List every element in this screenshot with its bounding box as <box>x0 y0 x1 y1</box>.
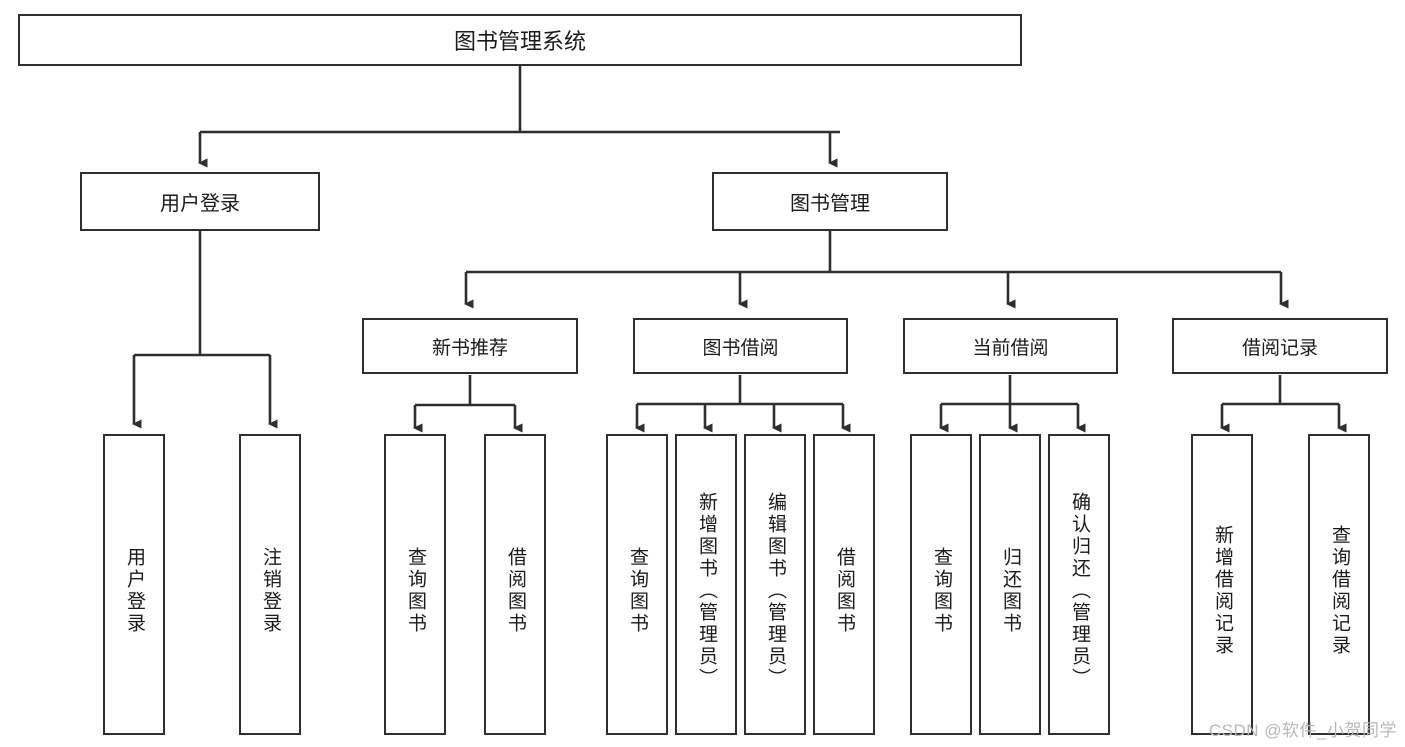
leaf-current-borrow-confirm[interactable]: 确认归还（管理员） <box>1048 434 1110 735</box>
node-root-label: 图书管理系统 <box>453 29 586 54</box>
node-current-borrow-label: 当前借阅 <box>972 337 1049 359</box>
leaf-label: 编辑图书（管理员） <box>764 491 786 690</box>
leaf-label: 新增借阅记录 <box>1211 524 1233 657</box>
leaf-label: 查询借阅记录 <box>1328 524 1350 657</box>
node-book-borrow[interactable]: 图书借阅 <box>633 318 848 374</box>
leaf-book-borrow-add[interactable]: 新增图书（管理员） <box>675 434 737 735</box>
leaf-label: 归还图书 <box>999 546 1021 635</box>
leaf-label: 查询图书 <box>404 546 426 635</box>
leaf-label: 借阅图书 <box>833 546 855 635</box>
leaf-label: 查询图书 <box>930 546 952 635</box>
node-book-management[interactable]: 图书管理 <box>712 172 948 231</box>
leaf-label: 新增图书（管理员） <box>695 491 717 690</box>
node-root[interactable]: 图书管理系统 <box>18 14 1022 66</box>
leaf-new-book-borrow[interactable]: 借阅图书 <box>484 434 546 735</box>
leaf-label: 注销登录 <box>259 546 281 635</box>
leaf-label: 借阅图书 <box>504 546 526 635</box>
leaf-label: 确认归还（管理员） <box>1068 491 1090 690</box>
node-borrow-record-label: 借阅记录 <box>1241 337 1318 359</box>
node-current-borrow[interactable]: 当前借阅 <box>903 318 1118 374</box>
leaf-borrow-record-query[interactable]: 查询借阅记录 <box>1308 434 1370 735</box>
leaf-user-login-logout[interactable]: 注销登录 <box>239 434 301 735</box>
node-book-borrow-label: 图书借阅 <box>702 337 779 359</box>
watermark: CSDN @软件_小贺同学 <box>1208 721 1397 740</box>
leaf-book-borrow-edit[interactable]: 编辑图书（管理员） <box>744 434 806 735</box>
leaf-label: 查询图书 <box>626 546 648 635</box>
leaf-user-login-login[interactable]: 用户登录 <box>103 434 165 735</box>
leaf-new-book-query[interactable]: 查询图书 <box>384 434 446 735</box>
leaf-label: 用户登录 <box>123 546 145 635</box>
leaf-current-borrow-query[interactable]: 查询图书 <box>910 434 972 735</box>
leaf-book-borrow-borrow[interactable]: 借阅图书 <box>813 434 875 735</box>
leaf-book-borrow-query[interactable]: 查询图书 <box>606 434 668 735</box>
leaf-current-borrow-return[interactable]: 归还图书 <box>979 434 1041 735</box>
leaf-borrow-record-add[interactable]: 新增借阅记录 <box>1191 434 1253 735</box>
node-borrow-record[interactable]: 借阅记录 <box>1172 318 1388 374</box>
node-new-book-recommend[interactable]: 新书推荐 <box>362 318 578 374</box>
node-book-management-label: 图书管理 <box>790 193 870 215</box>
node-new-book-recommend-label: 新书推荐 <box>431 337 508 359</box>
node-user-login[interactable]: 用户登录 <box>80 172 320 231</box>
node-user-login-label: 用户登录 <box>160 193 240 215</box>
